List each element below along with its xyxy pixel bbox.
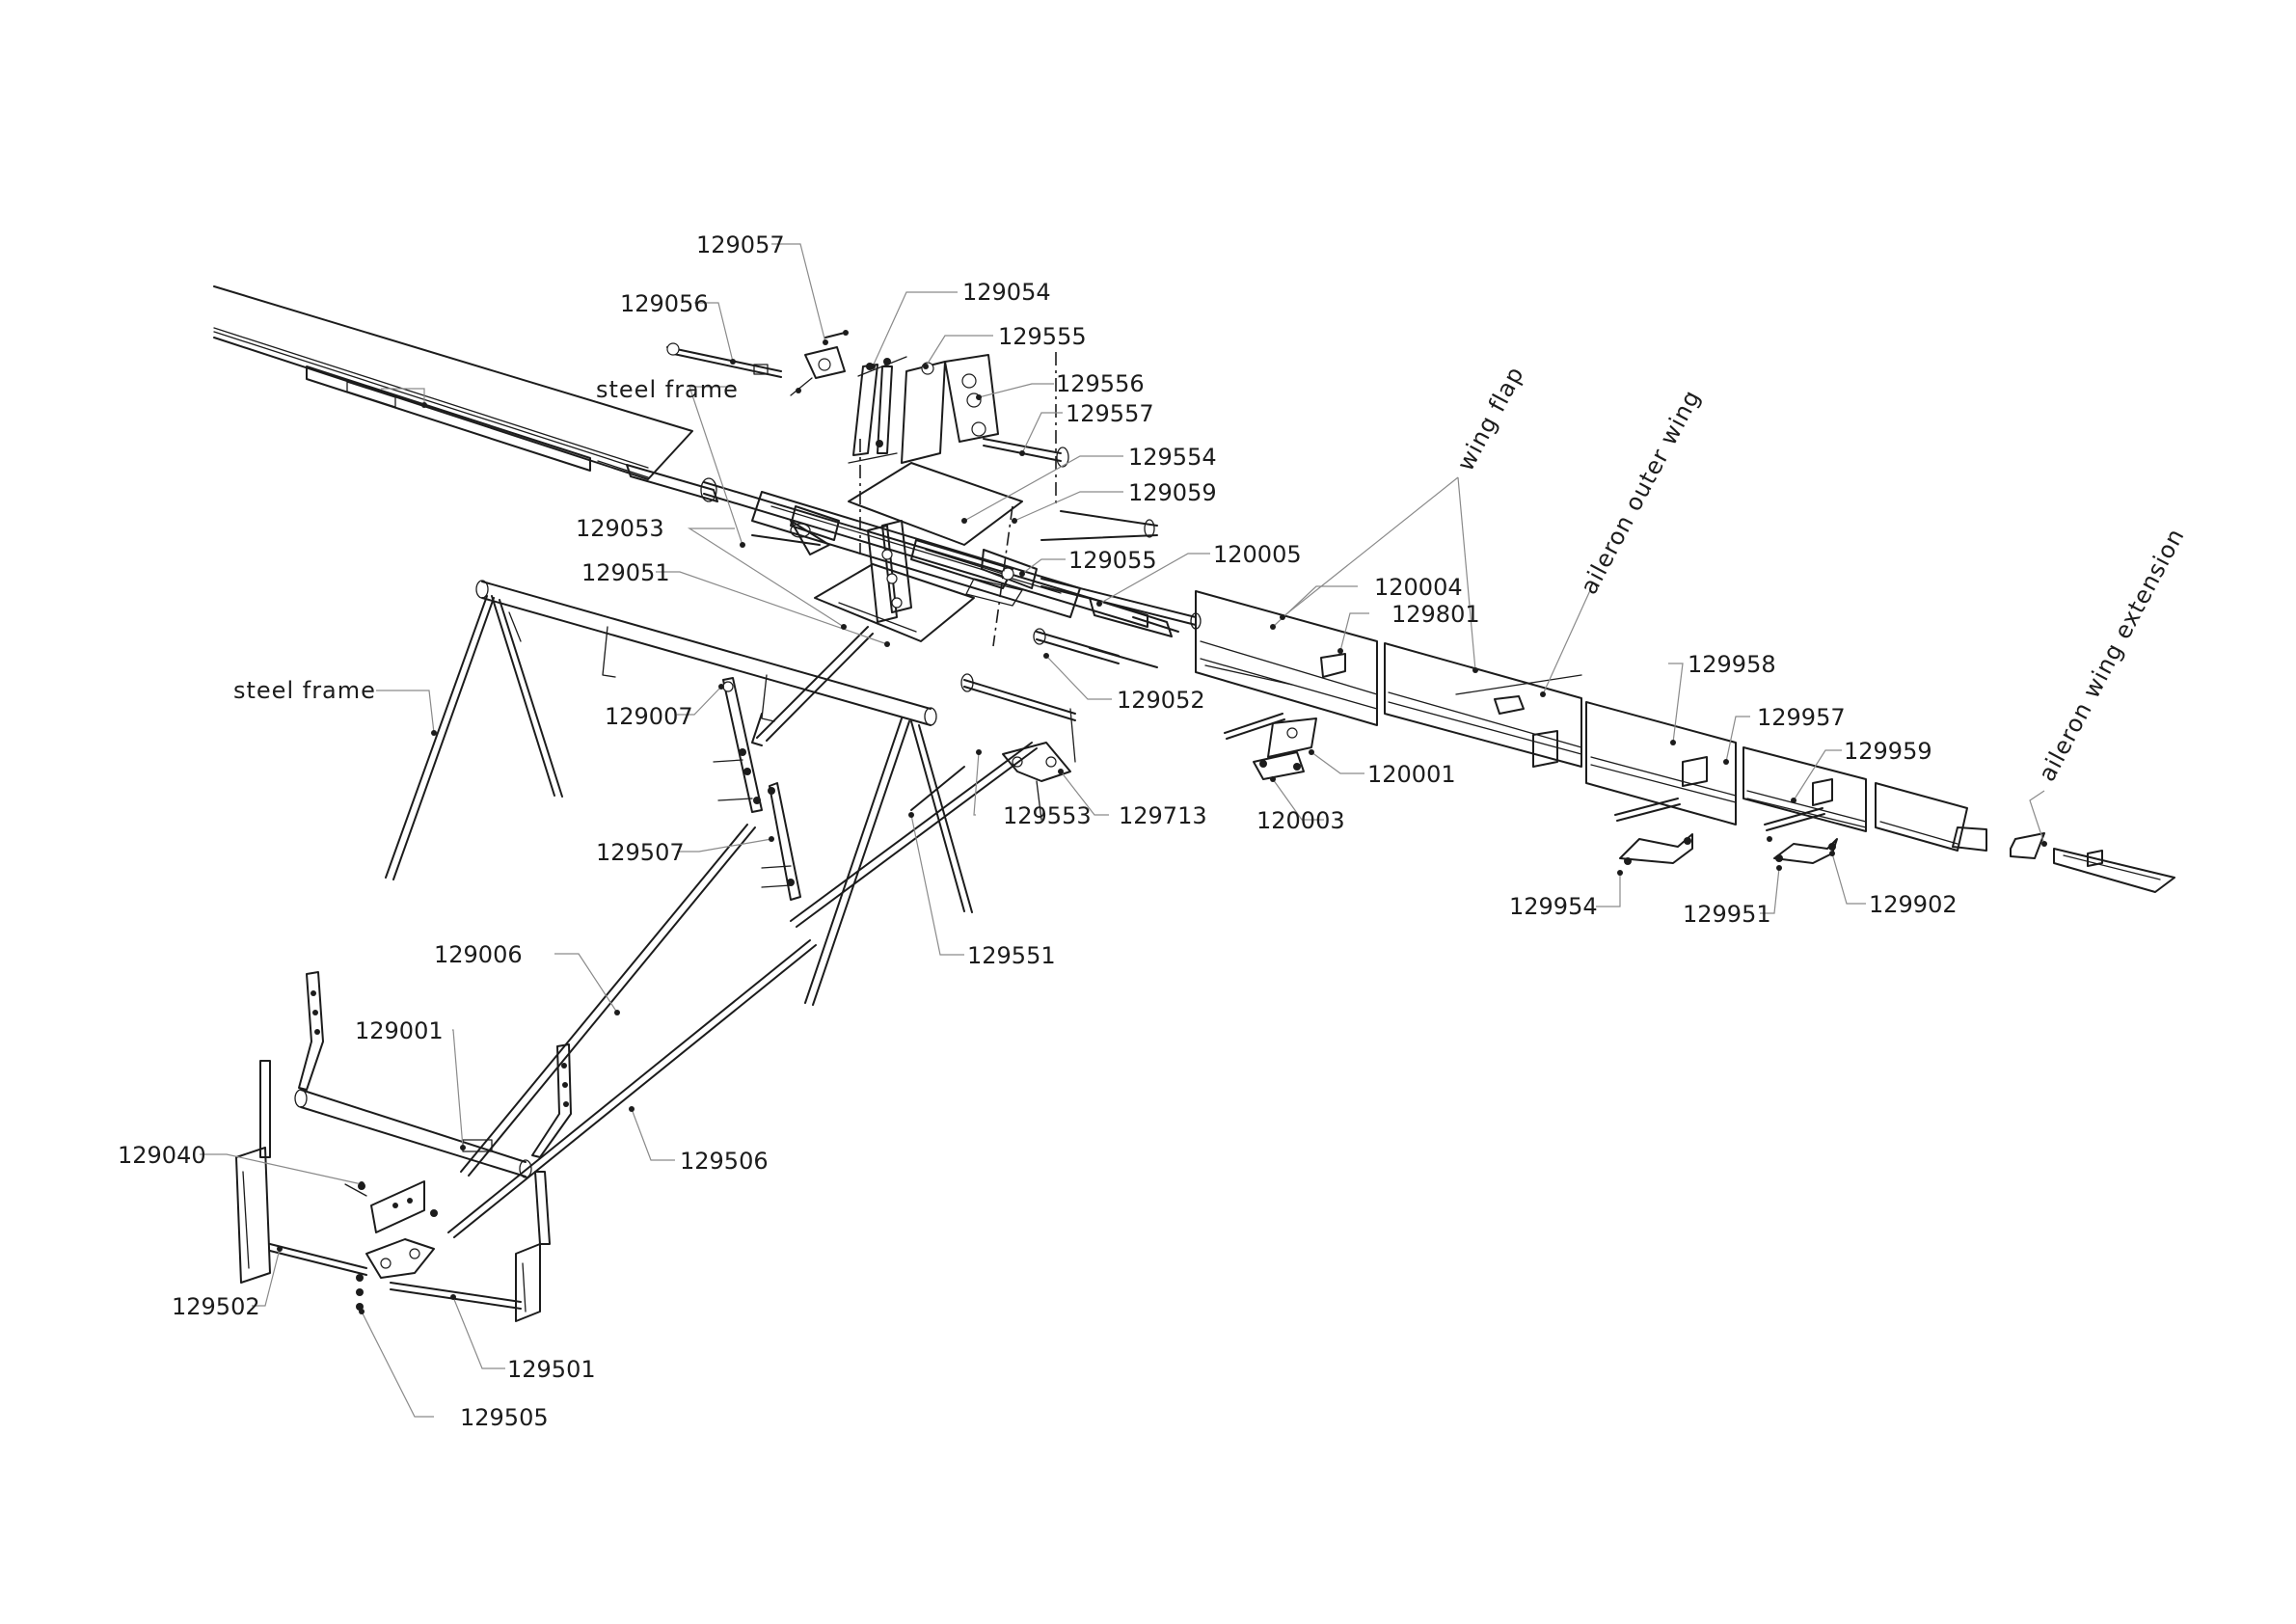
pushrod-129052 [1033,628,1158,668]
rod-129553 [960,673,1076,721]
label-129713: 129713 [1119,802,1207,829]
label-129954: 129954 [1509,893,1598,920]
rod-129056 [666,342,782,378]
label-steel-frame-left: steel frame [233,677,376,704]
label-129555: 129555 [998,323,1087,350]
label-120005: 120005 [1213,541,1302,568]
label-129001: 129001 [355,1017,444,1044]
part-number-labels: 129057 129054 129056 129555 129556 12955… [118,231,1958,1431]
label-wing-flap: wing flap [1452,362,1529,475]
label-129507: 129507 [596,839,685,866]
steel-frame-upper [626,464,1179,637]
label-129054: 129054 [962,279,1051,306]
control-rod-129006 [460,824,756,1177]
label-120003: 120003 [1256,807,1345,834]
label-129951: 129951 [1683,901,1771,928]
label-129958: 129958 [1688,651,1776,678]
steel-frame-lower [385,580,973,1006]
aileron-wing-extension [1875,782,2175,893]
linkage-129555-129557 [901,354,1069,468]
pushrod-120005 [1040,578,1202,630]
label-129057: 129057 [696,231,785,258]
label-129556: 129556 [1056,370,1145,397]
label-129959: 129959 [1844,738,1932,765]
label-129506: 129506 [680,1148,769,1175]
aileron-drive-129951-129902 [1764,807,1838,864]
label-129052: 129052 [1117,687,1205,714]
leader-dots [277,339,2047,1314]
label-120004: 120004 [1374,574,1463,601]
label-aileron-outer-wing: aileron outer wing [1576,385,1707,599]
assembly-name-labels: steel frame steel frame wing flap ailero… [233,362,2190,786]
flap-drive-120001 [1224,713,1317,780]
label-120001: 120001 [1367,761,1456,788]
label-129007: 129007 [605,703,693,730]
label-129051: 129051 [581,559,670,586]
label-129006: 129006 [434,941,523,968]
label-129040: 129040 [118,1142,206,1169]
label-129551: 129551 [967,942,1056,969]
label-129554: 129554 [1128,444,1217,471]
label-129557: 129557 [1066,400,1154,427]
label-129501: 129501 [507,1356,596,1383]
assembly-leader-lines [1282,476,2045,845]
label-aileron-wing-extension: aileron wing extension [2034,524,2190,786]
wing-flap-outer-segment [1384,642,1582,768]
lever-129007 [713,677,763,813]
label-129801: 129801 [1391,601,1480,628]
label-129502: 129502 [172,1293,260,1320]
label-129053: 129053 [576,515,664,542]
part-129057-lever [790,330,849,396]
upper-wing-panel [213,285,693,480]
lever-129713 [1002,708,1076,821]
label-steel-frame-upper: steel frame [596,376,739,403]
label-129059: 129059 [1128,479,1217,506]
linkage-129054 [848,356,907,464]
label-129902: 129902 [1869,891,1958,918]
label-129056: 129056 [620,290,709,317]
label-129055: 129055 [1068,547,1157,574]
wing-flap-inner-segment [1195,590,1378,726]
central-bellcrank-mechanism [751,352,1057,647]
leader-lines [200,243,1866,1418]
control-rod-129551 [910,766,965,811]
lever-129507 [761,782,801,901]
aileron-drive-129954 [1614,798,1693,865]
control-rod-129506 [447,742,1038,1238]
label-129505: 129505 [460,1404,549,1431]
label-129957: 129957 [1757,704,1846,731]
label-129553: 129553 [1003,802,1092,829]
